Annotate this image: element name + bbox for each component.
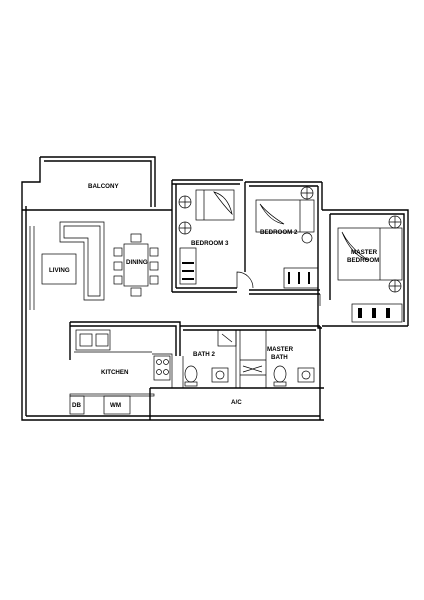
label-wm: WM xyxy=(110,402,121,409)
label-master-bath-1: MASTER xyxy=(267,346,294,353)
interior-walls xyxy=(152,329,267,388)
label-kitchen: KITCHEN xyxy=(101,369,129,376)
label-balcony: BALCONY xyxy=(88,183,119,190)
kitchen-counter xyxy=(69,329,171,415)
exterior-walls xyxy=(21,156,409,421)
dining-table xyxy=(113,233,159,297)
label-dining: DINING xyxy=(126,259,148,266)
master-bath-fixtures xyxy=(273,365,315,387)
window-left xyxy=(29,226,35,310)
sofa xyxy=(41,221,105,301)
label-ac: A/C xyxy=(231,399,242,406)
bed-bedroom-2 xyxy=(255,186,315,244)
label-bath-2: BATH 2 xyxy=(193,351,215,358)
label-bedroom-2: BEDROOM 2 xyxy=(260,229,298,236)
label-bedroom-3: BEDROOM 3 xyxy=(191,240,229,247)
label-living: LIVING xyxy=(49,267,70,274)
label-master-bedroom-2: BEDROOM xyxy=(347,257,379,264)
label-db: DB xyxy=(72,402,81,409)
label-master-bedroom-1: MASTER xyxy=(351,249,378,256)
bed-bedroom-3 xyxy=(178,189,235,235)
desk-bedroom-3 xyxy=(179,247,197,285)
bath-2-fixtures xyxy=(184,365,229,387)
label-master-bath-2: BATH xyxy=(271,354,288,361)
bed-master-bedroom xyxy=(337,215,403,293)
wardrobe-bedroom-2 xyxy=(283,267,319,289)
wardrobe-master-bedroom xyxy=(351,303,403,323)
doors xyxy=(179,271,321,356)
